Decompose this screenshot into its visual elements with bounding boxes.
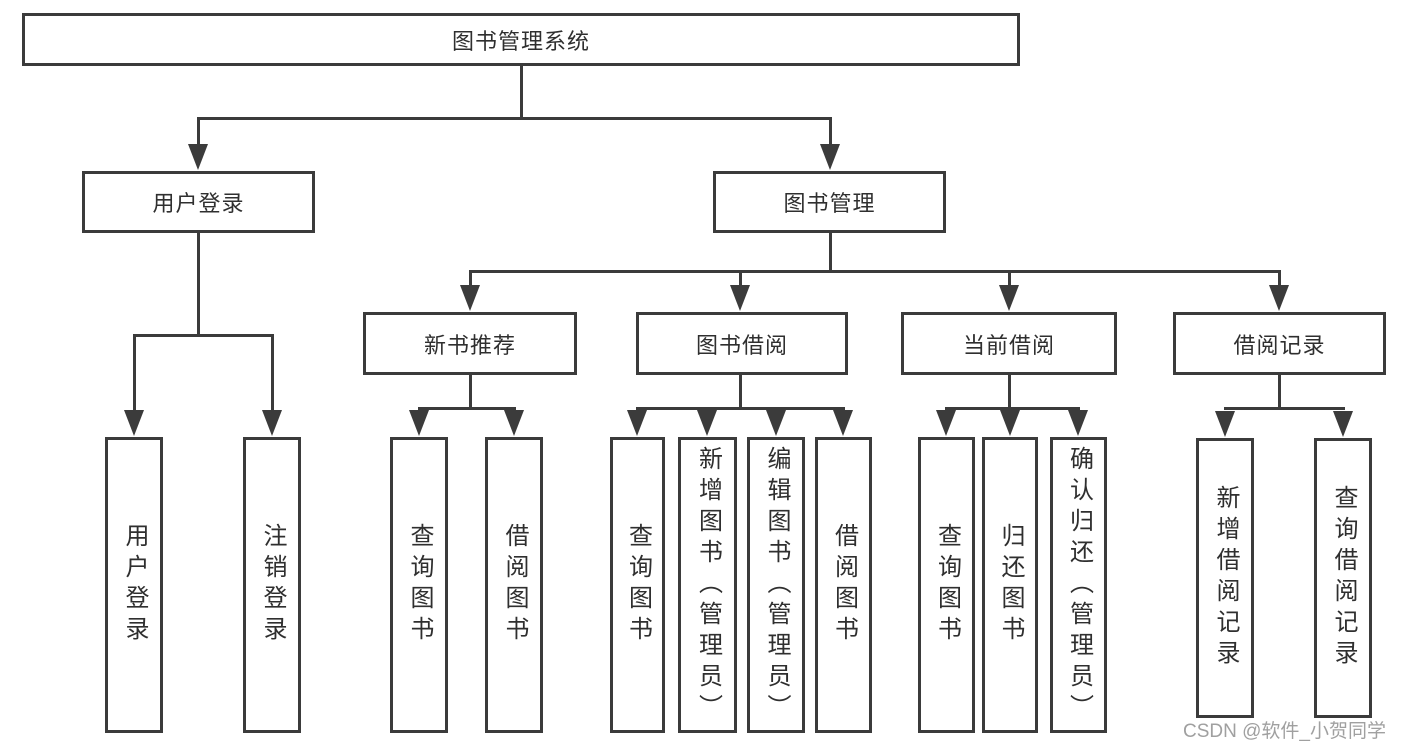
- leaf-add-book-admin: 新增图书（管理员）: [678, 437, 737, 733]
- connector-line: [469, 270, 1281, 273]
- node-new-book-recommend: 新书推荐: [363, 312, 577, 375]
- leaf-add-borrow-record: 新增借阅记录: [1196, 438, 1254, 718]
- connector-line: [1224, 407, 1345, 410]
- connector-line: [1278, 375, 1281, 408]
- connector-line: [197, 117, 832, 120]
- leaf-logout: 注销登录: [243, 437, 301, 733]
- arrowhead-icon: [1269, 285, 1289, 311]
- connector-line: [418, 407, 516, 410]
- connector-line: [829, 118, 832, 146]
- connector-line: [1008, 271, 1011, 287]
- connector-line: [829, 233, 832, 271]
- node-borrowing-records: 借阅记录: [1173, 312, 1386, 375]
- connector-line: [133, 334, 274, 337]
- connector-line: [636, 407, 845, 410]
- connector-line: [520, 66, 523, 118]
- arrowhead-icon: [730, 285, 750, 311]
- node-library-system: 图书管理系统: [22, 13, 1020, 66]
- connector-line: [133, 335, 136, 411]
- connector-line: [739, 271, 742, 287]
- leaf-query-books-recommend: 查询图书: [390, 437, 448, 733]
- connector-line: [469, 375, 472, 408]
- leaf-query-borrow-record: 查询借阅记录: [1314, 438, 1372, 718]
- leaf-confirm-return-admin: 确认归还（管理员）: [1050, 437, 1107, 733]
- arrowhead-icon: [833, 410, 853, 436]
- connector-line: [1278, 271, 1281, 287]
- leaf-query-books-borrowing: 查询图书: [610, 437, 665, 733]
- connector-line: [271, 335, 274, 411]
- arrowhead-icon: [1333, 411, 1353, 437]
- connector-line: [1008, 375, 1011, 408]
- arrowhead-icon: [936, 410, 956, 436]
- arrowhead-icon: [820, 144, 840, 170]
- arrowhead-icon: [124, 410, 144, 436]
- arrowhead-icon: [627, 410, 647, 436]
- arrowhead-icon: [1215, 411, 1235, 437]
- connector-line: [197, 233, 200, 336]
- node-user-login: 用户登录: [82, 171, 315, 233]
- leaf-borrow-books-borrowing: 借阅图书: [815, 437, 872, 733]
- arrowhead-icon: [697, 410, 717, 436]
- leaf-return-books: 归还图书: [982, 437, 1038, 733]
- node-book-borrowing: 图书借阅: [636, 312, 848, 375]
- connector-line: [945, 407, 1080, 410]
- arrowhead-icon: [1000, 410, 1020, 436]
- leaf-edit-book-admin: 编辑图书（管理员）: [747, 437, 805, 733]
- arrowhead-icon: [999, 285, 1019, 311]
- connector-line: [739, 375, 742, 408]
- node-book-management: 图书管理: [713, 171, 946, 233]
- leaf-user-login: 用户登录: [105, 437, 163, 733]
- connector-line: [197, 118, 200, 146]
- arrowhead-icon: [766, 410, 786, 436]
- arrowhead-icon: [460, 285, 480, 311]
- arrowhead-icon: [262, 410, 282, 436]
- connector-line: [469, 271, 472, 287]
- arrowhead-icon: [504, 410, 524, 436]
- csdn-watermark: CSDN @软件_小贺同学: [1183, 721, 1386, 742]
- arrowhead-icon: [1068, 410, 1088, 436]
- node-current-borrowing: 当前借阅: [901, 312, 1117, 375]
- arrowhead-icon: [188, 144, 208, 170]
- leaf-query-books-current: 查询图书: [918, 437, 975, 733]
- leaf-borrow-books-recommend: 借阅图书: [485, 437, 543, 733]
- arrowhead-icon: [409, 410, 429, 436]
